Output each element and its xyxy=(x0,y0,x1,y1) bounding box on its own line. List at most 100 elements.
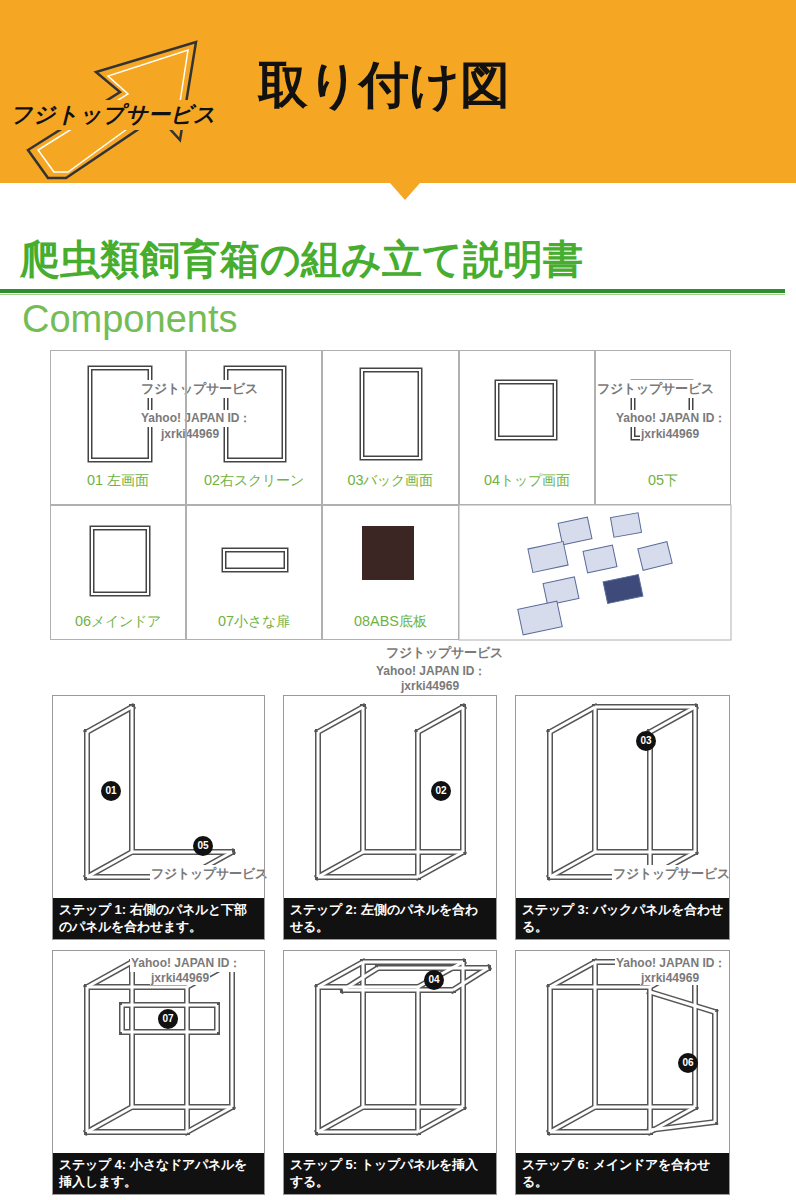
component-cell: 03バック画面 xyxy=(322,350,459,505)
frame-bar xyxy=(214,1005,220,1032)
frame-bar xyxy=(550,1131,650,1134)
watermark: Yahoo! JAPAN ID： xyxy=(375,663,487,680)
frame-bar xyxy=(122,1029,217,1035)
frame-bar xyxy=(462,707,465,852)
frame-bar xyxy=(132,1106,232,1109)
frame-bar xyxy=(692,707,698,852)
watermark: jxrki44969 xyxy=(640,971,700,985)
sticker-sheet xyxy=(558,517,592,545)
header-pointer xyxy=(390,183,420,200)
frame-bar xyxy=(318,1107,363,1132)
component-cell: 04トップ画面 xyxy=(459,350,595,505)
watermark: フジトップサービス xyxy=(612,865,731,883)
frame-bar xyxy=(216,1005,219,1032)
panel-icon xyxy=(92,528,148,594)
frame-bar xyxy=(363,959,463,965)
sticker-sheet xyxy=(543,577,579,605)
frame-bar xyxy=(318,852,363,877)
frame-bar xyxy=(418,852,463,877)
callout-number: 03 xyxy=(636,731,656,751)
frame-bar xyxy=(318,874,418,880)
frame-illustration xyxy=(87,707,232,877)
header-band xyxy=(0,0,796,183)
part-name: 02右スクリーン xyxy=(187,471,321,490)
frame-bar xyxy=(595,1104,695,1110)
step-panel: 06ステップ 6: メインドアを合わせる。 xyxy=(515,950,730,1195)
frame-bar xyxy=(317,732,320,877)
callout-number: 07 xyxy=(158,1009,178,1029)
frame-bar xyxy=(132,1104,232,1110)
component-cell: 02右スクリーン xyxy=(186,350,322,505)
frame-bar xyxy=(453,968,488,990)
frame-illustration xyxy=(87,962,232,1132)
frame-bar xyxy=(360,962,366,1107)
sticker-sheet xyxy=(583,545,617,573)
frame-bar xyxy=(418,707,463,732)
step-caption: ステップ 1: 右側のパネルと下部のパネルを合わせます。 xyxy=(53,898,264,939)
panel-icon xyxy=(224,550,286,570)
panel-icon xyxy=(224,550,286,570)
base-plate-icon xyxy=(362,526,414,580)
sticker-sheet xyxy=(638,542,672,571)
watermark: フジトップサービス xyxy=(596,380,715,398)
frame-bar xyxy=(129,707,135,852)
part-name: 06メインドア xyxy=(51,612,185,631)
frame-bar xyxy=(87,707,132,732)
frame-bar xyxy=(318,1131,418,1134)
frame-illustration xyxy=(318,707,463,877)
title-rule xyxy=(0,289,785,293)
step-caption: ステップ 6: メインドアを合わせる。 xyxy=(516,1153,729,1194)
frame-bar xyxy=(549,987,552,1132)
step-caption: ステップ 2: 左側のパネルを合わせる。 xyxy=(284,898,496,939)
part-name: 03バック画面 xyxy=(323,471,458,490)
watermark: jxrki44969 xyxy=(640,427,700,441)
frame-bar xyxy=(318,986,418,989)
frame-bar xyxy=(131,962,134,1107)
frame-bar xyxy=(87,986,187,989)
frame-bar xyxy=(694,707,697,852)
frame-bar xyxy=(650,992,715,1012)
frame-bar xyxy=(87,962,132,987)
sticker-sheet xyxy=(518,601,563,635)
sticker-sheet xyxy=(603,574,643,603)
frame-bar xyxy=(86,987,89,1132)
frame-bar xyxy=(362,707,365,852)
frame-bar xyxy=(595,704,695,710)
watermark: Yahoo! JAPAN ID： xyxy=(615,410,727,427)
frame-bar xyxy=(550,984,650,990)
step-panel: 04ステップ 5: トップパネルを挿入する。 xyxy=(283,950,497,1195)
frame-bar xyxy=(550,707,595,732)
frame-bar xyxy=(549,732,552,877)
watermark: Yahoo! JAPAN ID： xyxy=(140,410,252,427)
frame-illustration xyxy=(550,707,695,877)
watermark: Yahoo! JAPAN ID： xyxy=(130,955,242,972)
frame-bar xyxy=(131,707,134,852)
frame-bar xyxy=(184,987,190,1132)
part-name: 05下 xyxy=(596,471,730,490)
frame-bar xyxy=(550,852,595,877)
page-title: 取り付け図 xyxy=(258,52,510,119)
panel-icon xyxy=(497,382,555,438)
watermark: jxrki44969 xyxy=(160,427,220,441)
frame-bar xyxy=(318,852,363,877)
frame-bar xyxy=(453,968,488,990)
frame-bar xyxy=(595,851,695,854)
frame-bar xyxy=(318,707,363,732)
frame-bar xyxy=(550,986,650,989)
title-rule xyxy=(0,294,785,295)
component-cell: 07小さな扉 xyxy=(186,505,322,640)
frame-bar xyxy=(650,707,695,732)
frame-bar xyxy=(231,962,234,1107)
frame-bar xyxy=(87,707,132,732)
frame-bar xyxy=(84,732,90,877)
part-name: 01 左画面 xyxy=(51,471,185,490)
component-cell: 01 左画面 xyxy=(50,350,186,505)
frame-bar xyxy=(121,1005,124,1032)
panel-icon xyxy=(92,528,148,594)
frame-bar xyxy=(187,1107,232,1132)
frame-bar xyxy=(417,732,420,877)
frame-bar xyxy=(84,987,90,1132)
frame-bar xyxy=(550,1129,650,1135)
frame-bar xyxy=(595,706,695,709)
step-caption: ステップ 3: バックパネルを合わせる。 xyxy=(516,898,729,939)
